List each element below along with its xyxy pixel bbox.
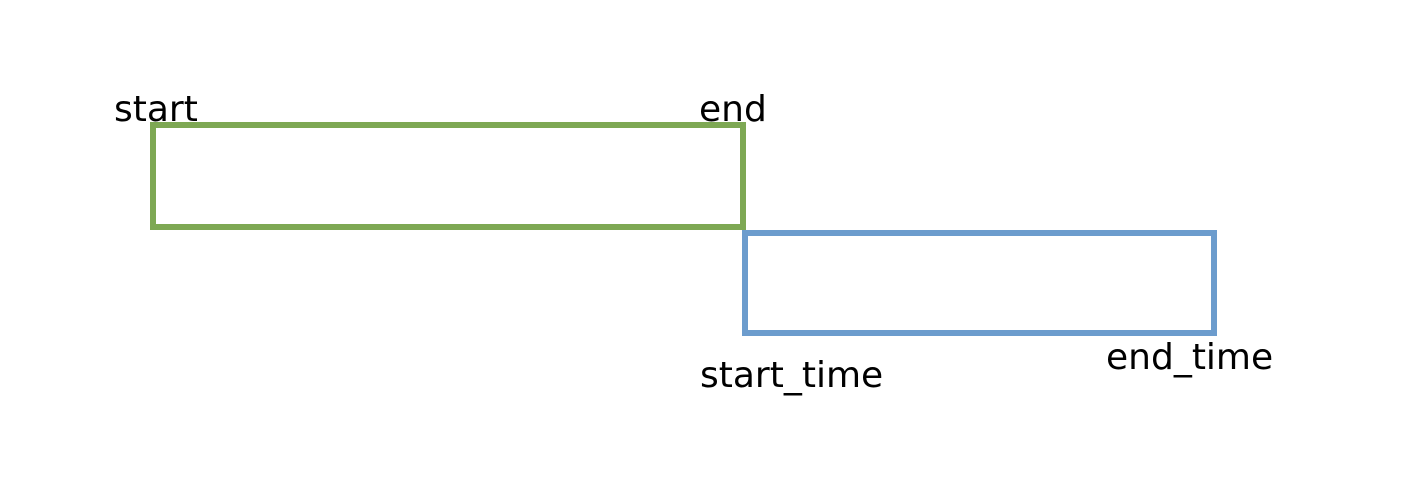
first-range-box — [150, 122, 746, 230]
end-label: end — [699, 89, 767, 130]
second-range-box — [742, 230, 1217, 336]
start-time-label: start_time — [700, 355, 884, 396]
start-label: start — [114, 89, 198, 130]
end-time-label: end_time — [1106, 337, 1274, 378]
